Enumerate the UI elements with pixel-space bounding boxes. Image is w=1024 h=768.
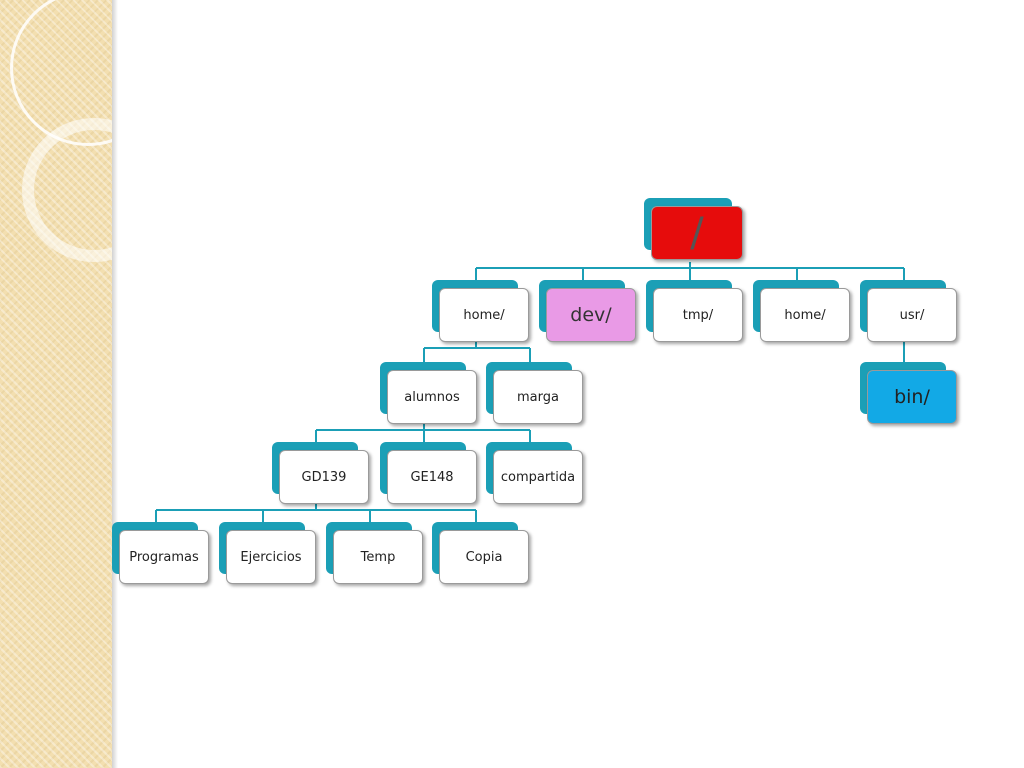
node-label-copia: Copia <box>439 530 529 584</box>
connector <box>155 502 477 522</box>
node-label-usr: usr/ <box>867 288 957 342</box>
connector <box>423 342 531 362</box>
node-label-dev: dev/ <box>546 288 636 342</box>
node-label-programas: Programas <box>119 530 209 584</box>
side-panel-shadow <box>112 0 118 768</box>
node-alumnos[interactable]: alumnos <box>380 362 478 426</box>
node-label-root: / <box>651 206 743 260</box>
node-root[interactable]: / <box>644 198 744 262</box>
node-programas[interactable]: Programas <box>112 522 210 586</box>
node-ejercicios[interactable]: Ejercicios <box>219 522 317 586</box>
node-dev[interactable]: dev/ <box>539 280 637 344</box>
node-label-home-2: home/ <box>760 288 850 342</box>
node-home-2[interactable]: home/ <box>753 280 851 344</box>
node-label-bin: bin/ <box>867 370 957 424</box>
node-compartida[interactable]: compartida <box>486 442 584 506</box>
node-label-marga: marga <box>493 370 583 424</box>
node-gd139[interactable]: GD139 <box>272 442 370 506</box>
connector <box>315 422 531 442</box>
node-label-alumnos: alumnos <box>387 370 477 424</box>
node-ge148[interactable]: GE148 <box>380 442 478 506</box>
node-temp[interactable]: Temp <box>326 522 424 586</box>
node-copia[interactable]: Copia <box>432 522 530 586</box>
node-tmp[interactable]: tmp/ <box>646 280 744 344</box>
node-usr[interactable]: usr/ <box>860 280 958 344</box>
connector <box>475 262 905 280</box>
decorative-side-panel <box>0 0 112 768</box>
node-label-home: home/ <box>439 288 529 342</box>
node-label-temp: Temp <box>333 530 423 584</box>
node-marga[interactable]: marga <box>486 362 584 426</box>
node-label-ge148: GE148 <box>387 450 477 504</box>
node-bin[interactable]: bin/ <box>860 362 958 426</box>
node-label-tmp: tmp/ <box>653 288 743 342</box>
node-home[interactable]: home/ <box>432 280 530 344</box>
node-label-ejercicios: Ejercicios <box>226 530 316 584</box>
node-label-gd139: GD139 <box>279 450 369 504</box>
node-label-compartida: compartida <box>493 450 583 504</box>
